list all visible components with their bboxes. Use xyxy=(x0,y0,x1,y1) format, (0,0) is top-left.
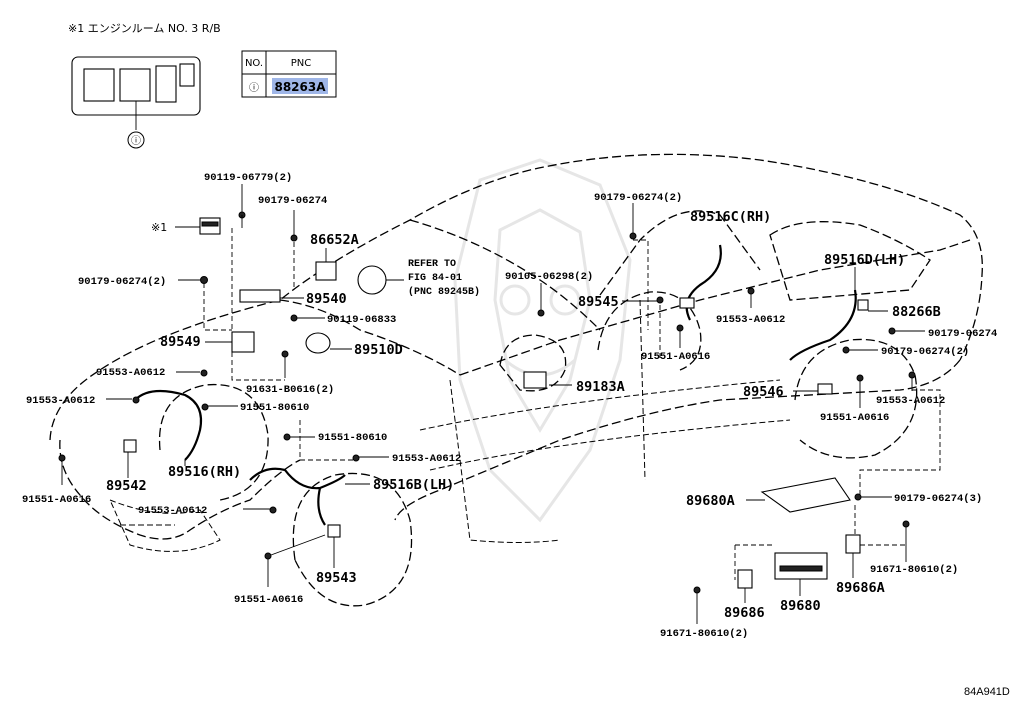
callout-90179-06274-b[interactable]: 90179-06274(2) xyxy=(78,276,166,288)
callout-91551-80610-a[interactable]: 91551-80610 xyxy=(240,402,309,414)
refer-to-line-1: REFER TO xyxy=(408,259,456,270)
part-89545[interactable] xyxy=(679,297,695,309)
figure-code: 84A941D xyxy=(964,686,1010,698)
component-parts xyxy=(123,217,869,589)
part-89680a[interactable] xyxy=(760,477,851,513)
callout-89543[interactable]: 89543 xyxy=(316,570,357,586)
part-89542[interactable] xyxy=(123,439,137,453)
part-89510d[interactable] xyxy=(305,332,331,354)
watermark-emblem xyxy=(453,158,632,523)
callout-91553-a0612-a[interactable]: 91553-A0612 xyxy=(96,367,165,379)
engine-room-note: ※1 エンジンルーム NO. 3 R/B xyxy=(68,22,221,35)
callout-91551-80610-c[interactable]: 91551-80610 xyxy=(318,432,387,444)
callout-91671-80610-b[interactable]: 91671-80610(2) xyxy=(660,628,748,640)
callout-90179-06274-e[interactable]: 90179-06274(2) xyxy=(881,346,969,358)
table-header-pnc: PNC xyxy=(291,58,312,69)
callout-89549[interactable]: 89549 xyxy=(160,334,201,350)
part-88266b[interactable] xyxy=(857,299,869,311)
callout-91551-a0616-f[interactable]: 91551-A0616 xyxy=(820,412,889,424)
callout-91553-a0612-b[interactable]: 91553-A0612 xyxy=(26,395,95,407)
table-row-pnc[interactable]: 88263A xyxy=(274,80,326,94)
wire-harnesses xyxy=(134,244,857,526)
callout-90179-06274-d[interactable]: 90179-06274 xyxy=(928,328,997,340)
callout-89686a[interactable]: 89686A xyxy=(836,580,885,596)
callout-89516c-rh[interactable]: 89516C(RH) xyxy=(690,209,771,225)
callout-89510d[interactable]: 89510D xyxy=(354,342,403,358)
relay-position-i: ⓘ xyxy=(131,135,141,147)
callout-91551-a0616-e[interactable]: 91551-A0616 xyxy=(641,351,710,363)
relay-block-illustration: ⓘ xyxy=(71,56,201,149)
callout-89686[interactable]: 89686 xyxy=(724,605,765,621)
callout-91551-a0616-b[interactable]: 91551-A0616 xyxy=(22,494,91,506)
vehicle-body-outline xyxy=(49,153,983,607)
callout-91553-a0612-f[interactable]: 91553-A0612 xyxy=(876,395,945,407)
callout-89516b-lh[interactable]: 89516B(LH) xyxy=(373,477,454,493)
table-row-no: ⓘ xyxy=(249,82,259,94)
callout-89516d-lh[interactable]: 89516D(LH) xyxy=(824,252,905,268)
part-89686a[interactable] xyxy=(845,534,861,554)
table-header-no: NO. xyxy=(245,58,263,69)
callout-90105-06298[interactable]: 90105-06298(2) xyxy=(505,271,593,283)
callout-91671-80610-a[interactable]: 91671-80610(2) xyxy=(870,564,958,576)
part-89183a[interactable] xyxy=(523,371,547,389)
callout-90179-06274-f[interactable]: 90179-06274(3) xyxy=(894,493,982,505)
part-89245b[interactable] xyxy=(357,265,387,295)
callout-89516-rh[interactable]: 89516(RH) xyxy=(168,464,241,480)
callout-89680[interactable]: 89680 xyxy=(780,598,821,614)
callout-89542[interactable]: 89542 xyxy=(106,478,147,494)
refer-to-line-3[interactable]: (PNC 89245B) xyxy=(408,286,480,298)
pnc-highlight xyxy=(272,78,328,94)
callout-91631-b0616[interactable]: 91631-B0616(2) xyxy=(246,384,334,396)
callout-91553-a0612-e[interactable]: 91553-A0612 xyxy=(716,314,785,326)
part-89549[interactable] xyxy=(231,331,255,353)
callout-89680a[interactable]: 89680A xyxy=(686,493,735,509)
part-89543[interactable] xyxy=(327,524,341,538)
callout-89183a[interactable]: 89183A xyxy=(576,379,625,395)
callout-86652a[interactable]: 86652A xyxy=(310,232,359,248)
callout-88266b[interactable]: 88266B xyxy=(892,304,941,320)
callout-91553-a0612-d[interactable]: 91553-A0612 xyxy=(138,505,207,517)
refer-to-line-2[interactable]: FIG 84-01 xyxy=(408,273,462,284)
callout-89546[interactable]: 89546 xyxy=(743,384,784,400)
callout-89545[interactable]: 89545 xyxy=(578,294,619,310)
callout-90119-06779[interactable]: 90119-06779(2) xyxy=(204,172,292,184)
callout-89540[interactable]: 89540 xyxy=(306,291,347,307)
part-89686[interactable] xyxy=(737,569,753,589)
part-86652a[interactable] xyxy=(315,261,337,281)
callout-91553-a0612-c[interactable]: 91553-A0612 xyxy=(392,453,461,465)
part-89546[interactable] xyxy=(817,383,833,395)
part-89540[interactable] xyxy=(239,289,281,303)
callout-90179-06274-a[interactable]: 90179-06274 xyxy=(258,195,327,207)
callout-90119-06833[interactable]: 90119-06833 xyxy=(327,314,396,326)
callout-91551-a0616-d[interactable]: 91551-A0616 xyxy=(234,594,303,606)
leader-lines xyxy=(61,184,941,624)
callout-labels: 90119-06779(2) 90179-06274 86652A ※1 901… xyxy=(22,172,997,640)
callout-90179-06274-c[interactable]: 90179-06274(2) xyxy=(594,192,682,204)
pnc-table: NO. PNC ⓘ 88263A xyxy=(241,50,337,98)
callout-x1[interactable]: ※1 xyxy=(151,221,167,234)
fastener-bolts xyxy=(58,211,916,594)
